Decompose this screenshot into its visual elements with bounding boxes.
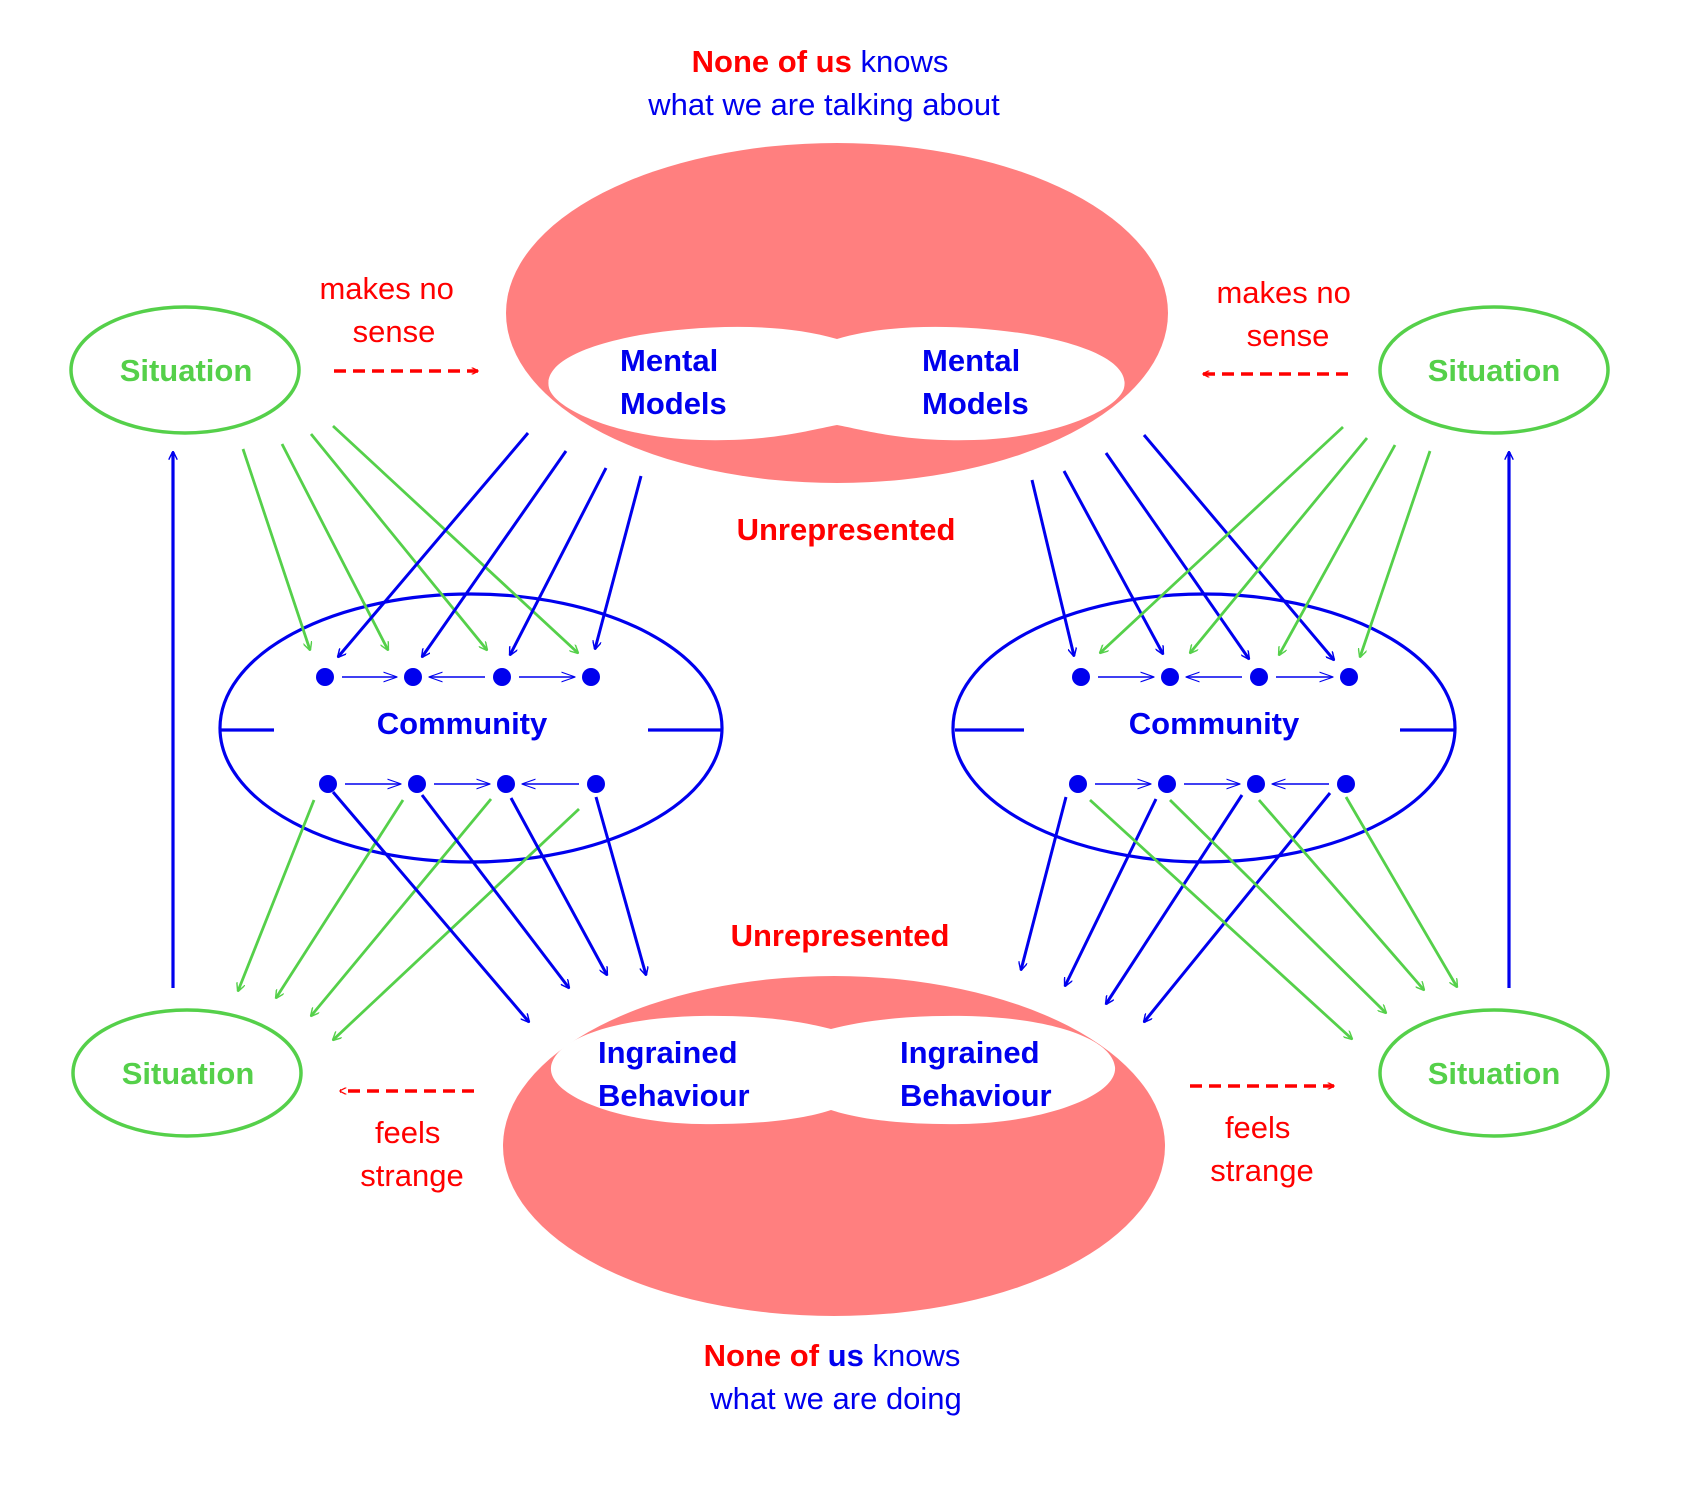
- mental-models-right-label: Mental Models: [922, 343, 1029, 421]
- influence-arrow-green: [1089, 798, 1352, 1039]
- influence-arrow-blue: [509, 797, 609, 975]
- ingrained-behaviour-blob: [503, 976, 1165, 1316]
- community-member-dot: [587, 775, 605, 793]
- community-member-dot: [1340, 668, 1358, 686]
- unrepresented-bottom-region: [503, 976, 1165, 1316]
- unrepresented-bottom-label: Unrepresented: [731, 918, 950, 953]
- situation-label: Situation: [120, 353, 253, 388]
- community-left: Community: [218, 592, 724, 864]
- influence-arrow-green: [1100, 425, 1344, 653]
- cross-arrows: [238, 424, 1457, 1040]
- community-member-dot: [316, 668, 334, 686]
- community-member-dot: [497, 775, 515, 793]
- community-member-dot: [493, 668, 511, 686]
- influence-arrow-blue: [1104, 452, 1249, 659]
- influence-arrow-green: [1277, 444, 1397, 655]
- unrepresented-top-region: [506, 143, 1168, 483]
- situation-top-left: Situation: [69, 305, 301, 435]
- ingrained-behaviour-left-label: Ingrained Behaviour: [598, 1035, 750, 1113]
- influence-arrow-blue: [595, 475, 643, 649]
- situation-bottom-right: Situation: [1378, 1008, 1610, 1138]
- community-member-dot: [408, 775, 426, 793]
- makes-no-sense-left: makes no sense: [319, 271, 478, 371]
- influence-arrow-green: [1360, 450, 1432, 657]
- influence-arrow-blue: [1030, 479, 1074, 656]
- influence-arrow-green: [332, 424, 578, 653]
- ingrained-behaviour-overlap-white: [550, 1015, 1116, 1125]
- situation-label: Situation: [1428, 353, 1561, 388]
- situation-ellipse: [1378, 1008, 1610, 1138]
- influence-arrow-blue: [508, 467, 608, 655]
- mental-models-blob: [506, 143, 1168, 483]
- ingrained-behaviour-right-label: Ingrained Behaviour: [900, 1035, 1052, 1113]
- bottom-caption-none-of: None of: [704, 1338, 828, 1373]
- community-member-dot: [1069, 775, 1087, 793]
- situation-bottom-left: Situation: [71, 1008, 303, 1138]
- influence-arrow-green: [241, 448, 310, 650]
- community-member-dot: [1072, 668, 1090, 686]
- bottom-caption-line1: None of us knows: [704, 1338, 961, 1373]
- community-member-dot: [319, 775, 337, 793]
- influence-arrow-blue: [594, 796, 646, 975]
- member-arrows: [342, 677, 1332, 784]
- influence-arrow-green: [1169, 799, 1386, 1013]
- mental-models-overlap-white: [548, 326, 1125, 441]
- influence-arrow-green: [280, 443, 390, 650]
- community-label: Community: [377, 706, 548, 741]
- influence-arrow-green: [1190, 437, 1369, 653]
- influence-arrow-blue: [331, 791, 529, 1022]
- bottom-caption-us: us: [828, 1338, 864, 1373]
- unrepresented-top-label: Unrepresented: [737, 512, 956, 547]
- influence-arrow-green: [309, 433, 487, 650]
- influence-arrow-blue: [338, 432, 530, 657]
- influence-arrow-blue: [1063, 798, 1158, 986]
- situation-ellipse: [1378, 305, 1610, 435]
- situation-top-right: Situation: [1378, 305, 1610, 435]
- influence-arrow-blue: [1021, 796, 1068, 970]
- influence-arrow-blue: [1106, 794, 1244, 1004]
- influence-arrow-green: [333, 807, 580, 1040]
- top-caption-line1: None of us knows: [692, 44, 949, 79]
- community-member-dot: [582, 668, 600, 686]
- makes-no-sense-right-label: makes no sense: [1216, 275, 1359, 353]
- influence-arrow-blue: [1142, 434, 1334, 660]
- top-caption-line2: what we are talking about: [647, 87, 1000, 122]
- influence-arrow-blue: [1144, 792, 1332, 1022]
- influence-arrow-blue: [422, 450, 568, 657]
- community-member-dot: [1250, 668, 1268, 686]
- community-label: Community: [1129, 706, 1300, 741]
- influence-arrow-green: [276, 799, 405, 998]
- feels-strange-right: feels strange: [1190, 1086, 1334, 1188]
- community-ellipse: [218, 592, 724, 864]
- member-dots: [316, 668, 1358, 793]
- influence-arrow-blue: [420, 794, 569, 988]
- makes-no-sense-left-label: makes no sense: [319, 271, 462, 349]
- influence-arrow-green: [1344, 796, 1457, 987]
- community-member-dot: [1247, 775, 1265, 793]
- feels-strange-left: feels strange: [340, 1091, 474, 1193]
- influence-arrow-blue: [1062, 470, 1165, 654]
- community-member-dot: [1158, 775, 1176, 793]
- community-member-dot: [404, 668, 422, 686]
- community-member-dot: [1161, 668, 1179, 686]
- top-caption-emphasis: None of us: [692, 44, 852, 79]
- bottom-caption-knows: knows: [864, 1338, 960, 1373]
- top-caption-knows: knows: [852, 44, 948, 79]
- influence-arrow-green: [1257, 799, 1424, 990]
- influence-arrow-green: [238, 799, 316, 991]
- situation-label: Situation: [122, 1056, 255, 1091]
- makes-no-sense-right: makes no sense: [1203, 275, 1359, 374]
- situation-label: Situation: [1428, 1056, 1561, 1091]
- mental-models-left-label: Mental Models: [620, 343, 727, 421]
- influence-arrow-green: [311, 798, 493, 1016]
- bottom-caption-line2: what we are doing: [709, 1381, 962, 1416]
- situation-ellipse: [71, 1008, 303, 1138]
- situation-ellipse: [69, 305, 301, 435]
- feels-strange-left-label: feels strange: [360, 1115, 463, 1193]
- feels-strange-right-label: feels strange: [1210, 1110, 1313, 1188]
- community-member-dot: [1337, 775, 1355, 793]
